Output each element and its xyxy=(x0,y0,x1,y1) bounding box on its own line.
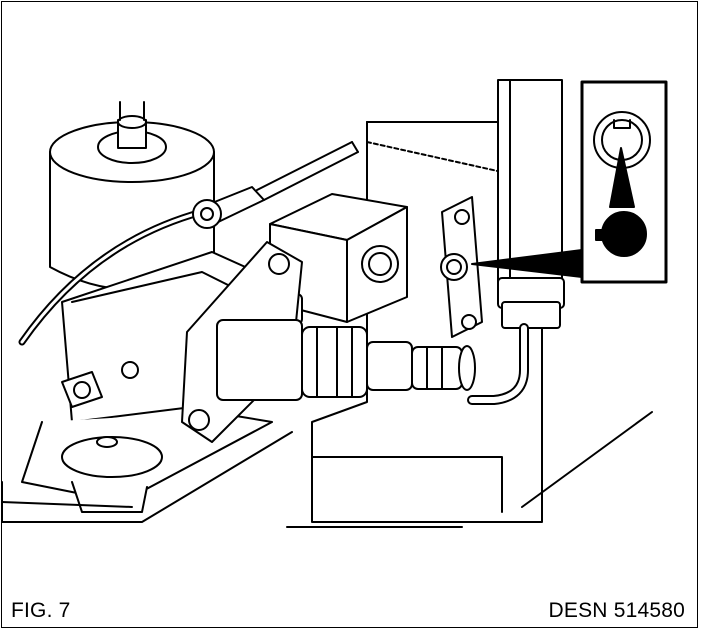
technical-illustration xyxy=(2,2,699,592)
motor-housing xyxy=(50,102,214,290)
inset-detail xyxy=(582,82,666,282)
document-number: DESN 514580 xyxy=(548,599,685,622)
flexible-cable xyxy=(22,142,358,342)
solenoid-block xyxy=(270,194,407,322)
wall-bracket xyxy=(441,197,482,337)
figure-label: FIG. 7 xyxy=(11,599,71,622)
inlet-connector xyxy=(217,320,475,400)
lower-housing xyxy=(2,432,292,522)
